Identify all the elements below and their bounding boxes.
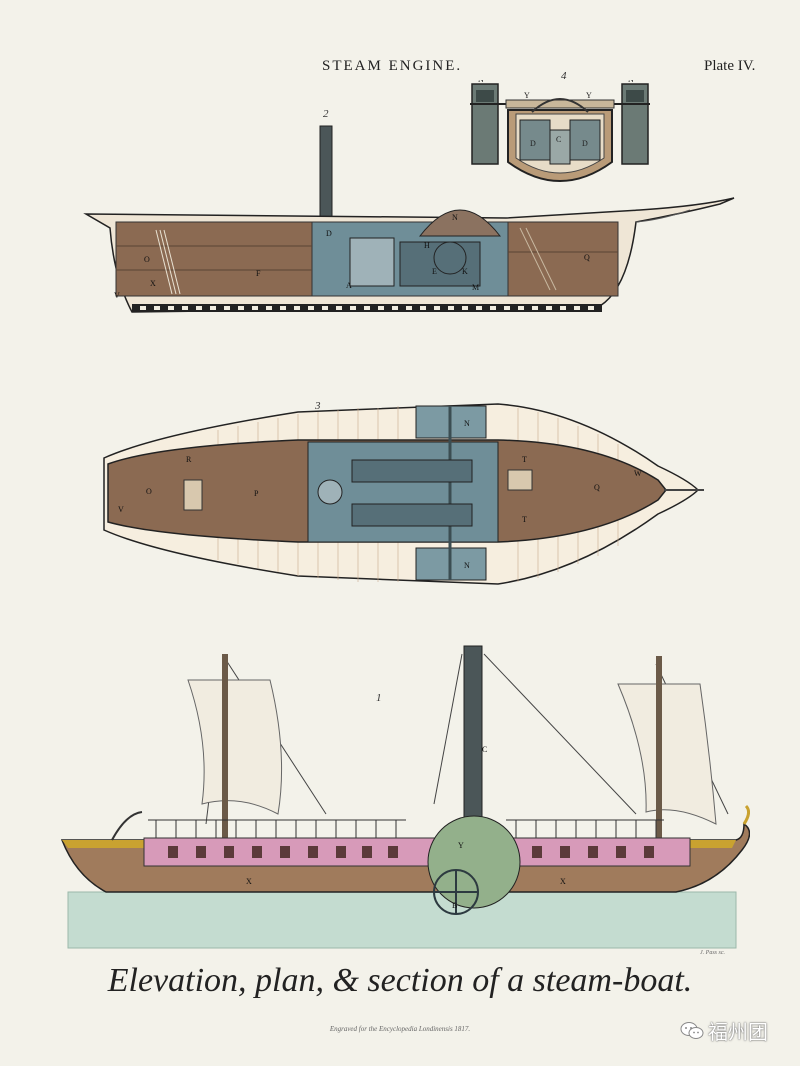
fig4-label-n-right: N: [628, 80, 634, 84]
fig3-label-n-bottom: N: [464, 561, 470, 570]
fig2-label-n: N: [452, 213, 458, 222]
fig2-label-v: V: [114, 291, 120, 300]
figure-number-1: 1: [376, 692, 382, 704]
fig2-label-k: K: [462, 267, 468, 276]
watermark-text: 福州团: [708, 1020, 768, 1044]
fig3-label-r: R: [186, 455, 192, 464]
fig4-label-n-left: N: [478, 80, 484, 84]
fig2-label-h: H: [424, 241, 430, 250]
fig2-label-x: X: [150, 279, 156, 288]
fig3-label-w: W: [634, 469, 642, 478]
fig3-label-t-bottom: T: [522, 515, 527, 524]
fig3-label-q: Q: [594, 483, 600, 492]
fig2-label-m: M: [472, 283, 479, 292]
fig2-label-d: D: [326, 229, 332, 238]
engraved-credit-line: Engraved for the Encyclopedia Londinensi…: [329, 1025, 471, 1033]
fig4-label-y-left: Y: [524, 91, 530, 100]
figure-4-cross-section: N Y Y N C D D: [470, 80, 650, 182]
fig3-label-v: V: [118, 505, 124, 514]
fig1-label-b: B: [452, 901, 457, 910]
figure-number-2: 2: [323, 108, 329, 120]
fig1-label-y: Y: [458, 841, 464, 850]
fig3-label-o: O: [146, 487, 152, 496]
fig1-label-x-right: X: [560, 877, 566, 886]
fig2-label-e: E: [432, 267, 437, 276]
plate-title: STEAM ENGINE.: [322, 58, 463, 74]
figure-number-4: 4: [561, 70, 567, 82]
fig1-label-c: C: [482, 745, 487, 754]
figure-1-elevation: C Y X B X: [60, 645, 750, 949]
fig2-label-o: O: [144, 255, 150, 264]
fig2-label-q: Q: [584, 253, 590, 262]
fig1-label-x-left: X: [246, 877, 252, 886]
figure-3-plan-view: N R P O V T Q W T N: [103, 403, 704, 585]
watermark: 福州团: [680, 1016, 768, 1045]
fig3-label-p: P: [254, 489, 259, 498]
fig4-label-y-right: Y: [586, 91, 592, 100]
fig4-label-c: C: [556, 135, 561, 144]
engraver-signature: J. Pass sc.: [700, 950, 725, 956]
wechat-icon: [680, 1021, 704, 1039]
figure-number-3: 3: [315, 400, 321, 412]
fig4-label-d-left: D: [530, 139, 536, 148]
plate-caption: Elevation, plan, & section of a steam-bo…: [107, 962, 693, 999]
fig2-label-a: A: [346, 281, 352, 290]
fig3-label-t-top: T: [522, 455, 527, 464]
fig4-label-d-right: D: [582, 139, 588, 148]
plate-number: Plate IV.: [704, 58, 756, 74]
figure-2-longitudinal-section: O X F D A N H E K M Q V: [83, 125, 735, 313]
fig2-label-f: F: [256, 269, 261, 278]
fig3-label-n-top: N: [464, 419, 470, 428]
